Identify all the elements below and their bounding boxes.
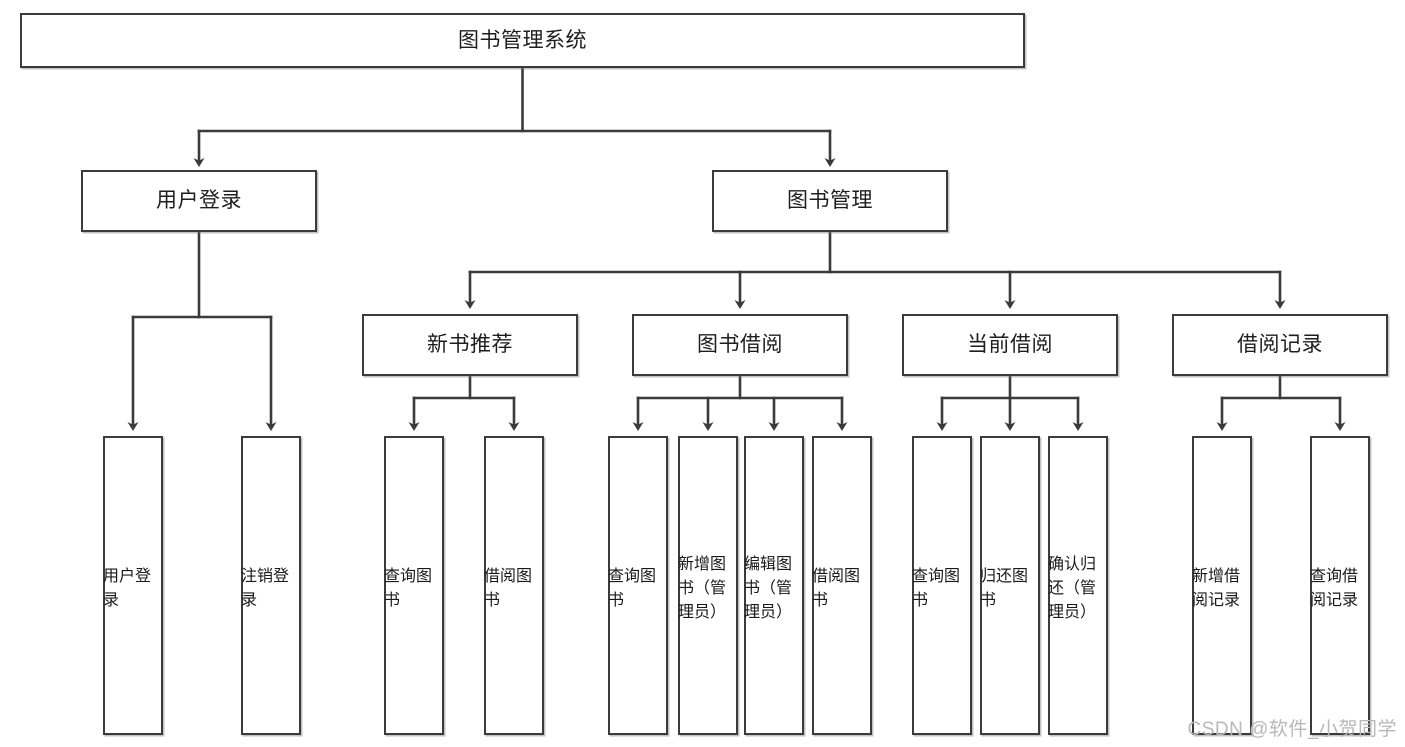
node-current-borrow[interactable]: 当前借阅 xyxy=(902,314,1118,376)
node-leaf-edit-book[interactable] xyxy=(744,436,804,735)
node-current-borrow-label: 当前借阅 xyxy=(967,333,1053,357)
node-root-label: 图书管理系统 xyxy=(458,28,587,52)
node-user-login-label: 用户登录 xyxy=(156,189,242,213)
node-leaf-user-login[interactable] xyxy=(103,436,163,735)
node-root[interactable]: 图书管理系统 xyxy=(20,13,1025,68)
node-leaf-logout[interactable] xyxy=(241,436,301,735)
node-borrow-record-label: 借阅记录 xyxy=(1237,333,1323,357)
node-leaf-query-book-current[interactable] xyxy=(912,436,972,735)
node-leaf-query-book-borrow[interactable] xyxy=(608,436,668,735)
node-book-management[interactable]: 图书管理 xyxy=(712,170,948,232)
node-new-book-recommend[interactable]: 新书推荐 xyxy=(362,314,578,376)
node-leaf-query-book-recommend[interactable] xyxy=(384,436,444,735)
node-leaf-add-borrow-record[interactable] xyxy=(1192,436,1252,735)
node-book-management-label: 图书管理 xyxy=(787,189,873,213)
node-borrow-record[interactable]: 借阅记录 xyxy=(1172,314,1388,376)
watermark: CSDN @软件_小贺同学 xyxy=(1187,719,1397,740)
node-leaf-borrow-book-recommend[interactable] xyxy=(484,436,544,735)
node-new-book-recommend-label: 新书推荐 xyxy=(427,333,513,357)
node-leaf-borrow-book[interactable] xyxy=(812,436,872,735)
node-leaf-confirm-return[interactable] xyxy=(1048,436,1108,735)
node-leaf-add-book[interactable] xyxy=(678,436,738,735)
node-book-borrow[interactable]: 图书借阅 xyxy=(632,314,848,376)
node-leaf-return-book[interactable] xyxy=(980,436,1040,735)
node-book-borrow-label: 图书借阅 xyxy=(697,333,783,357)
node-user-login[interactable]: 用户登录 xyxy=(81,170,317,232)
node-leaf-query-borrow-record[interactable] xyxy=(1310,436,1370,735)
